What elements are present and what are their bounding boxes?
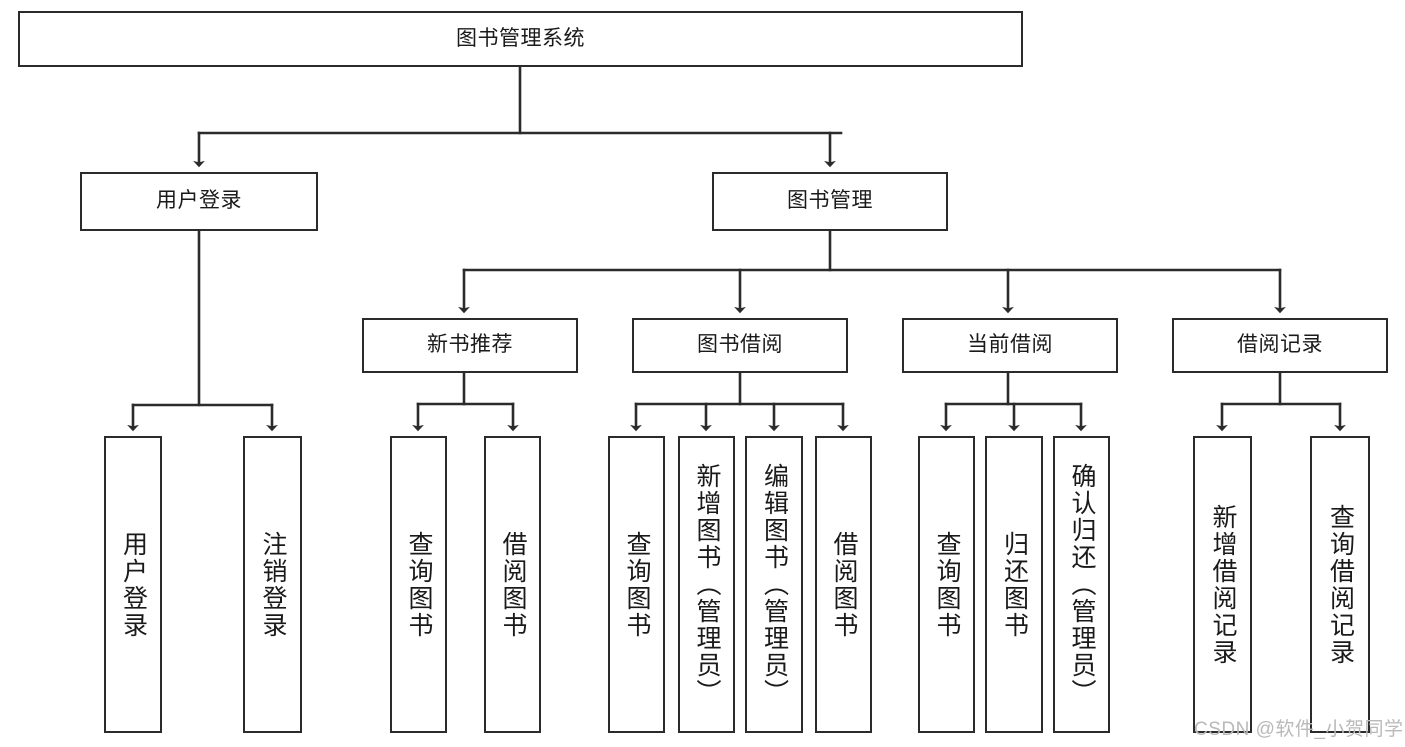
node-leaf-return-book-label: 归还图书 <box>1000 530 1029 639</box>
node-leaf-query-record[interactable]: 查询借阅记录 <box>1310 436 1370 733</box>
node-leaf-add-record-label: 新增借阅记录 <box>1209 503 1237 666</box>
node-leaf-user-login[interactable]: 用户登录 <box>104 436 162 733</box>
node-leaf-borrow-book-2[interactable]: 借阅图书 <box>815 436 872 733</box>
node-borrow-record-label: 借阅记录 <box>1237 333 1323 357</box>
node-root[interactable]: 图书管理系统 <box>18 11 1023 67</box>
node-leaf-query-record-label: 查询借阅记录 <box>1326 503 1355 666</box>
csdn-watermark: CSDN @软件_小贺同学 <box>1194 719 1404 740</box>
node-book-borrow[interactable]: 图书借阅 <box>632 318 848 373</box>
node-new-book-recommend-label: 新书推荐 <box>427 333 513 357</box>
node-leaf-query-book-2[interactable]: 查询图书 <box>608 436 665 733</box>
node-leaf-logout-label: 注销登录 <box>259 530 287 639</box>
node-leaf-query-book-1[interactable]: 查询图书 <box>390 436 447 733</box>
node-leaf-borrow-book-1-label: 借阅图书 <box>499 530 527 639</box>
node-leaf-return-book[interactable]: 归还图书 <box>985 436 1043 733</box>
node-leaf-borrow-book-1[interactable]: 借阅图书 <box>484 436 541 733</box>
node-leaf-user-login-label: 用户登录 <box>119 530 148 639</box>
node-borrow-record[interactable]: 借阅记录 <box>1172 318 1388 373</box>
node-book-manage[interactable]: 图书管理 <box>712 172 948 231</box>
node-user-login-label: 用户登录 <box>156 189 242 213</box>
node-user-login[interactable]: 用户登录 <box>80 172 318 231</box>
node-leaf-query-book-3-label: 查询图书 <box>933 530 961 639</box>
node-leaf-edit-book[interactable]: 编辑图书（管理员） <box>745 436 803 733</box>
node-leaf-query-book-2-label: 查询图书 <box>623 530 651 639</box>
node-book-borrow-label: 图书借阅 <box>697 333 783 357</box>
node-leaf-logout[interactable]: 注销登录 <box>243 436 302 733</box>
node-book-manage-label: 图书管理 <box>787 189 873 213</box>
node-leaf-query-book-3[interactable]: 查询图书 <box>918 436 975 733</box>
node-root-label: 图书管理系统 <box>456 26 585 50</box>
node-current-borrow[interactable]: 当前借阅 <box>902 318 1118 373</box>
node-leaf-add-book-label: 新增图书（管理员） <box>693 463 721 706</box>
node-leaf-confirm-return-label: 确认归还（管理员） <box>1068 463 1096 706</box>
node-leaf-edit-book-label: 编辑图书（管理员） <box>760 463 789 706</box>
node-leaf-add-record[interactable]: 新增借阅记录 <box>1193 436 1252 733</box>
node-new-book-recommend[interactable]: 新书推荐 <box>362 318 578 373</box>
node-leaf-add-book[interactable]: 新增图书（管理员） <box>678 436 735 733</box>
node-leaf-borrow-book-2-label: 借阅图书 <box>830 530 858 639</box>
node-current-borrow-label: 当前借阅 <box>967 333 1053 357</box>
node-leaf-confirm-return[interactable]: 确认归还（管理员） <box>1053 436 1110 733</box>
node-leaf-query-book-1-label: 查询图书 <box>405 530 433 639</box>
